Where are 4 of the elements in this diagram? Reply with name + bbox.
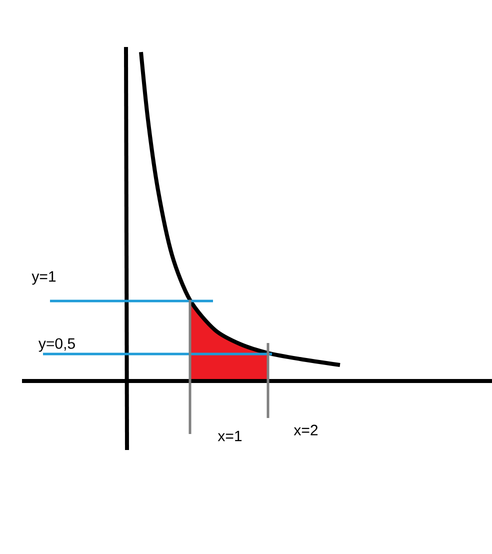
line-label: x=1 xyxy=(218,430,242,442)
line-label: y=0,5 xyxy=(38,338,75,352)
line-label: x=2 xyxy=(294,424,318,436)
line-label: y=1 xyxy=(32,271,56,285)
